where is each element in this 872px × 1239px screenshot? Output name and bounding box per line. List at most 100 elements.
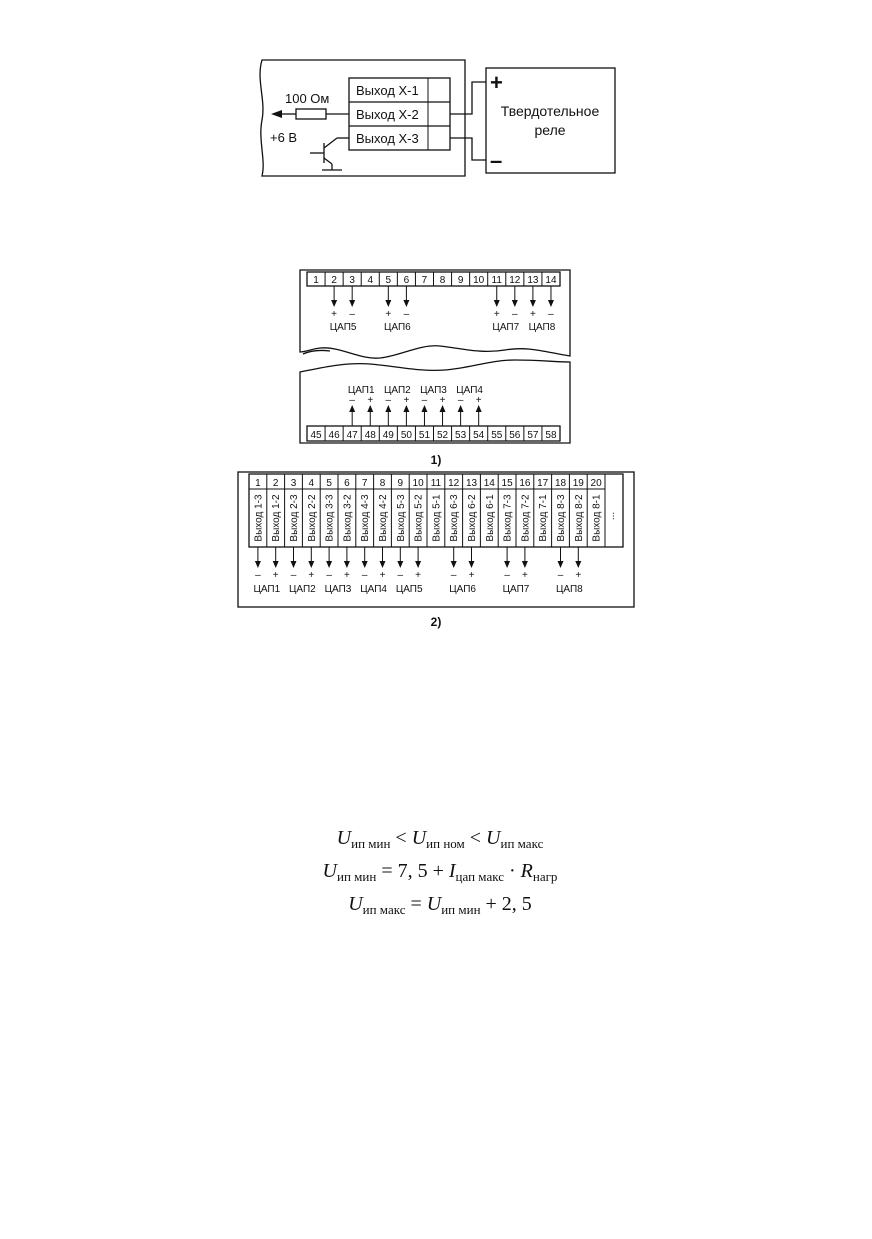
terminal-number: 57 (527, 430, 539, 441)
arrow-down-icon (511, 300, 518, 307)
output-table (248, 473, 624, 548)
terminal-number: 6 (404, 275, 410, 286)
minus-sign: – (255, 570, 261, 581)
terminal-number: 45 (310, 430, 322, 441)
minus-sign: – (458, 395, 464, 406)
arrow-down-icon (529, 300, 536, 307)
column-number: 14 (484, 478, 496, 489)
relay-title-line1: Твердотельное (501, 103, 600, 119)
output-label: Выход 1-2 (271, 494, 282, 542)
terminal-number: 8 (440, 275, 446, 286)
relay-minus-sign: – (490, 148, 502, 173)
arrow-down-icon (557, 561, 564, 568)
arrow-up-icon (385, 405, 392, 412)
output-label: Выход 8-2 (574, 494, 585, 542)
terminal-number: 7 (422, 275, 428, 286)
dac-label: ЦАП8 (556, 584, 583, 595)
output-label: Выход 3-3 (325, 494, 336, 542)
dac-label: ЦАП3 (420, 385, 447, 396)
arrow-down-icon (504, 561, 511, 568)
transistor-icon (310, 137, 349, 171)
dac-label: ЦАП4 (456, 385, 483, 396)
arrow-down-icon (468, 561, 475, 568)
column-number: 18 (555, 478, 567, 489)
dac-label: ЦАП7 (492, 322, 519, 333)
arrow-down-icon (575, 561, 582, 568)
minus-sign: – (386, 395, 392, 406)
bottom-block-outline (299, 359, 571, 444)
top-block-outline (299, 269, 571, 359)
dac-label: ЦАП5 (330, 322, 357, 333)
arrow-down-icon (308, 561, 315, 568)
output-label: Выход 6-3 (449, 494, 460, 542)
arrow-up-icon (439, 405, 446, 412)
arrow-down-icon (403, 300, 410, 307)
plus-sign: + (344, 570, 350, 581)
column-number: 9 (398, 478, 404, 489)
column-number: 20 (591, 478, 603, 489)
plus-sign: + (367, 395, 373, 406)
arrow-down-icon (343, 561, 350, 568)
column-number: 19 (573, 478, 585, 489)
output-x3-label: Выход Х-3 (356, 131, 419, 146)
arrow-down-icon (254, 561, 261, 568)
column-number: 5 (326, 478, 332, 489)
output-label: Выход 1-3 (253, 494, 264, 542)
ellipsis-label: ... (606, 512, 617, 520)
arrow-up-icon (421, 405, 428, 412)
column-number: 7 (362, 478, 368, 489)
minus-sign: – (362, 570, 368, 581)
output-label: Выход 5-3 (396, 494, 407, 542)
arrow-up-icon (367, 405, 374, 412)
arrow-down-icon (397, 561, 404, 568)
minus-sign: – (398, 570, 404, 581)
output-label: Выход 5-2 (414, 494, 425, 542)
arrow-left-icon (271, 110, 282, 118)
terminal-number: 10 (473, 275, 485, 286)
plus-sign: + (530, 309, 536, 320)
minus-sign: – (451, 570, 457, 581)
dac-label: ЦАП4 (360, 584, 387, 595)
column-number: 12 (448, 478, 460, 489)
output-label: Выход 7-1 (538, 494, 549, 542)
terminal-number: 51 (419, 430, 431, 441)
plus-sign: + (440, 395, 446, 406)
output-label: Выход 4-3 (360, 494, 371, 542)
terminal-number: 1 (313, 275, 319, 286)
terminal-number: 9 (458, 275, 464, 286)
formula-3: Uип макс = Uип мин + 2, 5 (348, 893, 532, 917)
arrow-down-icon (272, 561, 279, 568)
output-label: Выход 2-2 (307, 494, 318, 542)
terminal-number: 5 (386, 275, 392, 286)
plus-sign: + (469, 570, 475, 581)
minus-sign: – (512, 309, 518, 320)
plus-sign: + (273, 570, 279, 581)
dac-label: ЦАП5 (396, 584, 423, 595)
column-number: 11 (431, 478, 442, 489)
formula-1: Uип мин < Uип ном < Uип макс (336, 827, 544, 851)
terminal-number: 3 (349, 275, 355, 286)
minus-sign: – (404, 309, 410, 320)
output-label: Выход 3-2 (342, 494, 353, 542)
terminal-number: 48 (365, 430, 377, 441)
terminal-number: 46 (329, 430, 341, 441)
dac-label: ЦАП1 (348, 385, 375, 396)
minus-sign: – (422, 395, 428, 406)
minus-sign: – (349, 395, 355, 406)
output-label: Выход 6-1 (485, 494, 496, 542)
arrow-down-icon (349, 300, 356, 307)
relay-title-line2: реле (534, 122, 565, 138)
minus-sign: – (504, 570, 510, 581)
arrow-down-icon (361, 561, 368, 568)
formula-block: Uип мин < Uип ном < Uип макс Uип мин = 7… (200, 822, 680, 921)
terminal-number: 50 (401, 430, 413, 441)
terminal-number: 54 (473, 430, 485, 441)
dac-label: ЦАП2 (384, 385, 411, 396)
plus-sign: + (476, 395, 482, 406)
column-number: 1 (255, 478, 261, 489)
column-number: 4 (309, 478, 315, 489)
terminal-number: 55 (491, 430, 503, 441)
figure-2-caption: 2) (431, 615, 442, 629)
